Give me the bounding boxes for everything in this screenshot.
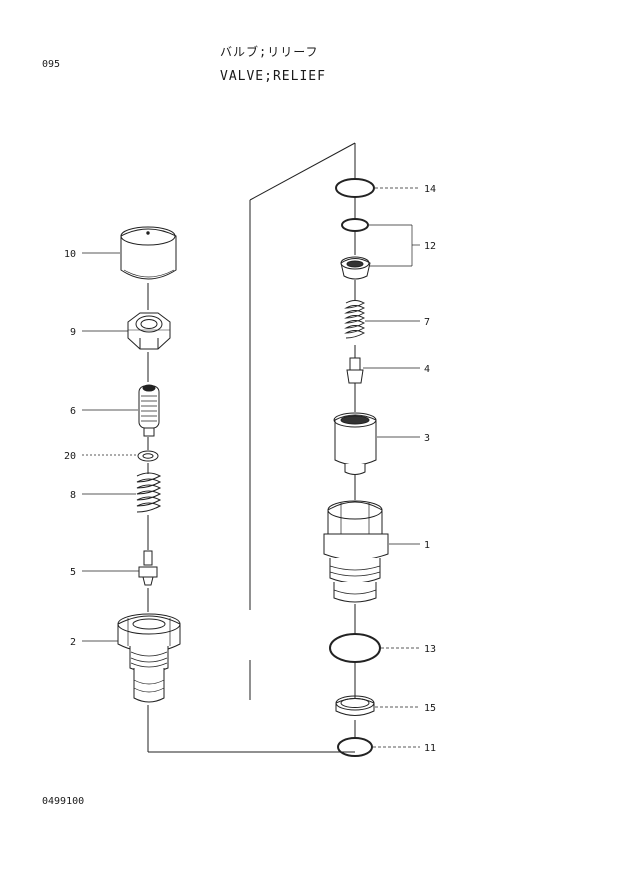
callout-6: 6	[70, 406, 76, 417]
callout-14: 14	[424, 184, 436, 195]
part-4-poppet	[346, 357, 364, 387]
assembly-axis-lines	[147, 142, 356, 753]
part-11-o-ring	[337, 737, 373, 757]
callout-3: 3	[424, 433, 430, 444]
part-13-o-ring	[329, 633, 381, 663]
page-number: 095	[42, 59, 61, 70]
part-12-seat	[340, 256, 371, 280]
callout-12: 12	[424, 241, 436, 252]
title-english: VALVE;RELIEF	[220, 69, 326, 84]
callout-labels: 10 9 6 20 8 5 2 14 12 7 4 3 1 13 15 11	[64, 184, 436, 754]
part-12-o-ring	[341, 218, 369, 232]
part-8-spring	[136, 472, 162, 513]
part-14-o-ring	[335, 178, 375, 198]
drawing-number: 0499100	[42, 796, 85, 807]
part-9-nut	[127, 312, 171, 350]
part-20-washer	[137, 450, 159, 462]
callout-1: 1	[424, 540, 430, 551]
callout-2: 2	[70, 637, 76, 648]
callout-13: 13	[424, 644, 436, 655]
callout-10: 10	[64, 249, 76, 260]
part-5-pin	[138, 550, 158, 586]
part-2-valve-body	[117, 613, 181, 703]
part-6-stem	[138, 384, 160, 437]
part-10-cap	[120, 226, 177, 280]
callout-15: 15	[424, 703, 436, 714]
callout-8: 8	[70, 490, 76, 501]
callout-9: 9	[70, 327, 76, 338]
callout-7: 7	[424, 317, 430, 328]
part-15-backup-ring	[335, 695, 375, 716]
part-3-sleeve	[333, 412, 377, 475]
part-1-main-body	[323, 500, 389, 603]
callout-4: 4	[424, 364, 430, 375]
callout-5: 5	[70, 567, 76, 578]
callout-11: 11	[424, 743, 436, 754]
callout-20: 20	[64, 451, 76, 462]
title-japanese: バルブ;リリーフ	[220, 45, 319, 59]
leader-lines	[82, 187, 420, 748]
part-7-spring	[344, 300, 366, 339]
